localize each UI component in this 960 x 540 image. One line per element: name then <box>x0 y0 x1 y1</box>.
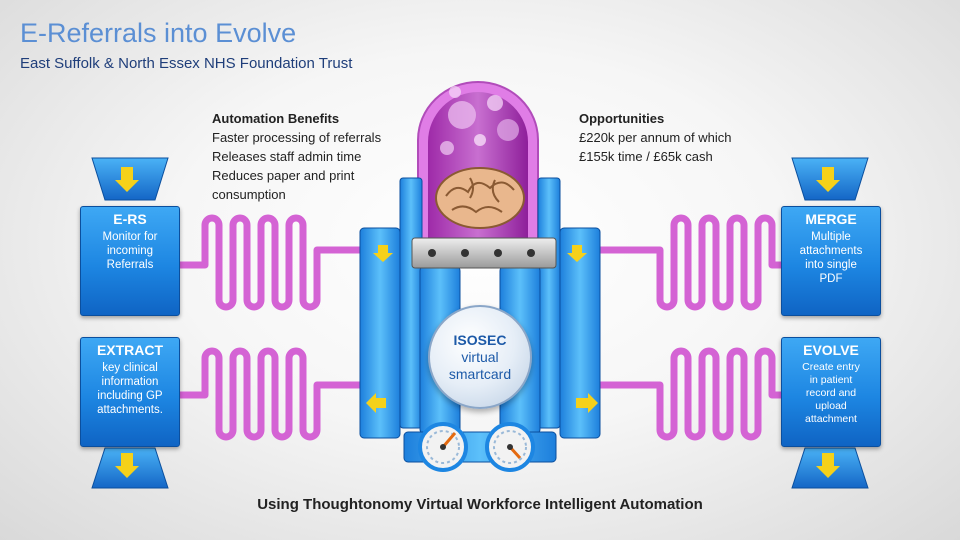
page-subtitle: East Suffolk & North Essex NHS Foundatio… <box>20 55 353 72</box>
isosec-line: virtual <box>461 349 499 365</box>
extract-text: key clinical <box>102 362 158 374</box>
pipe-top-right <box>596 214 785 311</box>
opportunities-heading: Opportunities <box>579 111 665 126</box>
extract-text: attachments. <box>97 404 163 416</box>
evolve-step-box: EVOLVE Create entry in patient record an… <box>781 337 881 447</box>
pipe-bottom-left <box>174 347 364 441</box>
evolve-text: record and <box>805 387 857 399</box>
opportunity-line: £220k per annum of which <box>579 130 732 145</box>
extract-title: EXTRACT <box>96 342 164 358</box>
ers-text: Monitor for <box>102 231 158 243</box>
extract-step-box: EXTRACT key clinical information includi… <box>80 337 180 447</box>
extract-text: including GP <box>97 390 163 402</box>
benefit-line: Reduces paper and print <box>212 168 355 183</box>
opportunities: Opportunities £220k per annum of which £… <box>579 109 779 166</box>
benefit-line: consumption <box>212 187 286 202</box>
pipe-top-left <box>174 214 364 311</box>
down-arrow-icon <box>115 453 139 478</box>
benefit-line: Releases staff admin time <box>212 149 362 164</box>
evolve-text: attachment <box>805 413 857 425</box>
ers-step-box: E-RS Monitor for incoming Referrals <box>80 206 180 316</box>
left-arrow-icon <box>366 393 386 413</box>
down-arrow-icon <box>816 167 840 192</box>
isosec-smartcard-disc: ISOSEC virtual smartcard <box>428 305 532 409</box>
benefits-heading: Automation Benefits <box>212 111 340 126</box>
merge-text: attachments <box>799 245 863 257</box>
funnel-bottom-left <box>91 447 169 489</box>
funnel-bottom-right <box>791 447 869 489</box>
ers-text: incoming <box>106 245 154 257</box>
automation-benefits: Automation Benefits Faster processing of… <box>212 109 412 204</box>
ers-text: Referrals <box>106 259 154 271</box>
down-arrow-icon <box>115 167 139 192</box>
isosec-line: smartcard <box>448 366 512 382</box>
pipe-bottom-right <box>596 347 785 441</box>
benefit-line: Faster processing of referrals <box>212 130 382 145</box>
brain-icon <box>435 167 525 229</box>
pressure-gauge-left <box>418 422 468 472</box>
evolve-text: upload <box>815 400 847 412</box>
opportunity-line: £155k time / £65k cash <box>579 149 713 164</box>
evolve-title: EVOLVE <box>803 342 859 358</box>
funnel-top-left <box>91 157 169 201</box>
extract-text: information <box>101 376 159 388</box>
merge-text: Multiple <box>811 231 851 243</box>
isosec-title: ISOSEC <box>453 332 507 348</box>
merge-text: into single <box>805 259 857 271</box>
page-title: E-Referrals into Evolve <box>20 18 297 48</box>
merge-title: MERGE <box>805 211 857 227</box>
down-arrow-icon <box>373 245 393 262</box>
ers-title: E-RS <box>113 211 147 227</box>
merge-text: PDF <box>819 273 843 285</box>
right-arrow-icon <box>576 393 598 413</box>
funnel-top-right <box>791 157 869 201</box>
evolve-text: Create entry <box>802 361 860 373</box>
down-arrow-icon <box>816 453 840 478</box>
merge-step-box: MERGE Multiple attachments into single P… <box>781 206 881 316</box>
pressure-gauge-right <box>485 422 535 472</box>
down-arrow-icon <box>567 245 587 262</box>
footer-caption: Using Thoughtonomy Virtual Workforce Int… <box>257 496 703 513</box>
evolve-text: in patient <box>809 374 853 386</box>
